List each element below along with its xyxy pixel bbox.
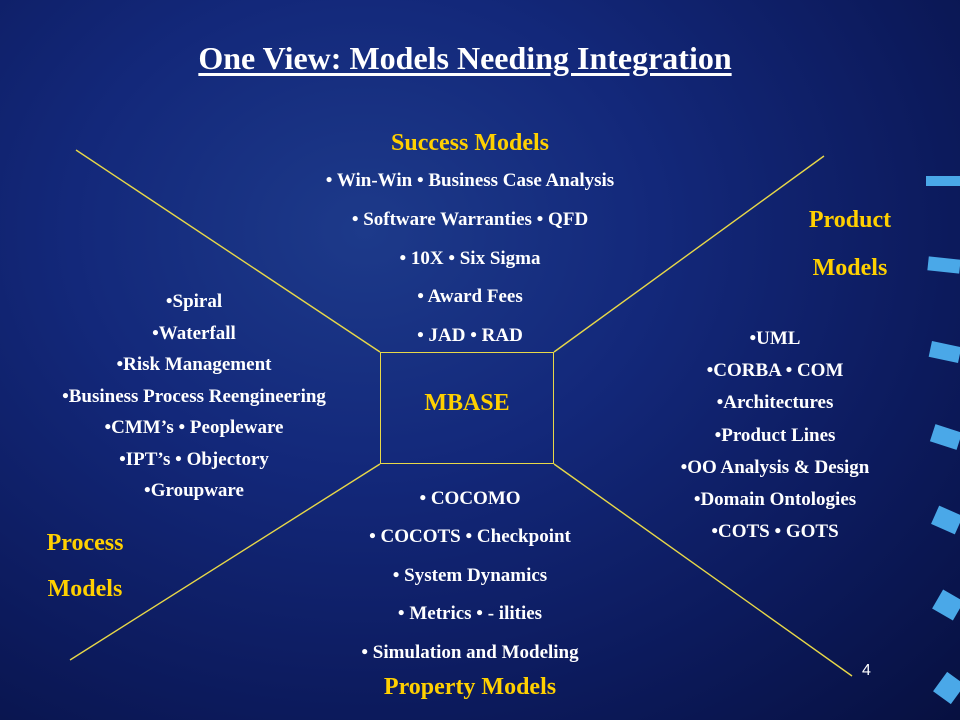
mbase-box: [380, 352, 554, 464]
product-heading-line1: Product: [808, 207, 892, 233]
list-item: • COCOMO: [419, 488, 521, 509]
list-item: •COTS • GOTS: [711, 521, 839, 543]
list-item: • 10X • Six Sigma: [399, 247, 541, 269]
list-item: •Spiral: [165, 291, 223, 312]
list-item: • Metrics • - ilities: [397, 603, 543, 625]
success-models-list: • Win-Win • Business Case Analysis • Sof…: [180, 162, 760, 356]
line-top-right: [553, 155, 825, 353]
list-item: •Domain Ontologies: [693, 489, 857, 511]
line-top-left: [75, 149, 381, 353]
list-item: •Architectures: [716, 392, 834, 414]
process-heading-line2: Models: [47, 576, 123, 602]
list-item: •Business Process Reengineering: [62, 385, 326, 407]
process-heading-line1: Process: [46, 530, 124, 556]
line-bottom-right: [553, 463, 853, 677]
list-item: • System Dynamics: [392, 564, 548, 586]
page-number: 4: [862, 662, 871, 679]
list-item: • COCOTS • Checkpoint: [369, 526, 571, 548]
list-item: • Award Fees: [417, 286, 523, 308]
list-item: •CMM’s • Peopleware: [104, 417, 284, 438]
product-heading-line2: Models: [812, 255, 888, 281]
list-item: •OO Analysis & Design: [680, 456, 870, 478]
list-item: • Simulation and Modeling: [361, 641, 579, 663]
edge-mark: [926, 176, 960, 186]
line-bottom-left: [69, 463, 381, 661]
list-item: •CORBA • COM: [706, 360, 844, 382]
list-item: • JAD • RAD: [417, 325, 523, 347]
process-models-heading: Process Models: [20, 520, 150, 612]
product-models-list: •UML •CORBA • COM •Architectures •Produc…: [640, 323, 910, 548]
product-models-heading: Product Models: [770, 196, 930, 292]
list-item: •Risk Management: [116, 354, 272, 375]
mbase-label: MBASE: [424, 390, 510, 416]
property-models-list: • COCOMO • COCOTS • Checkpoint • System …: [180, 480, 760, 672]
slide-title: One View: Models Needing Integration: [198, 40, 732, 76]
list-item: • Software Warranties • QFD: [351, 208, 589, 230]
list-item: •UML: [749, 328, 801, 349]
property-models-heading: Property Models: [383, 674, 557, 700]
list-item: •Product Lines: [714, 424, 836, 446]
list-item: •Groupware: [144, 480, 244, 501]
success-models-heading: Success Models: [391, 130, 549, 156]
list-item: • Win-Win • Business Case Analysis: [325, 170, 615, 191]
process-models-list: •Spiral •Waterfall •Risk Management •Bus…: [0, 286, 388, 507]
list-item: •Waterfall: [152, 322, 236, 344]
list-item: •IPT’s • Objectory: [119, 448, 269, 470]
